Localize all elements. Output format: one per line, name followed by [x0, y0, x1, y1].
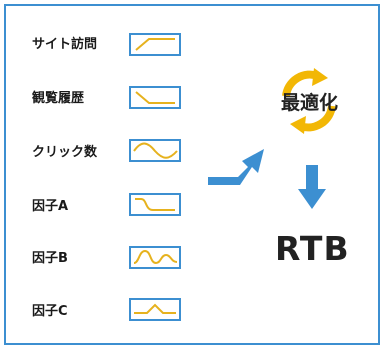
rtb-label: RTB: [275, 229, 350, 268]
factor-label-factor-c: 因子C: [32, 304, 68, 319]
factor-label-click-count: クリック数: [32, 145, 98, 160]
diagonal-arrow-icon: [208, 149, 264, 185]
peak-curve-icon: [129, 298, 181, 321]
step-up-icon: [129, 33, 181, 56]
factor-label-view-history: 観覧履歴: [32, 91, 85, 106]
step-down-icon: [129, 86, 181, 109]
optimize-label: 最適化: [281, 92, 339, 114]
sine-wave-icon: [129, 139, 181, 162]
factor-label-site-visit: サイト訪問: [32, 37, 98, 52]
down-arrow-icon: [298, 165, 326, 209]
factor-label-factor-a: 因子A: [32, 199, 69, 214]
decay-curve-icon: [129, 193, 181, 216]
factor-label-factor-b: 因子B: [32, 251, 68, 266]
cycle-arrows-icon: [282, 68, 336, 134]
oscillation-icon: [129, 246, 181, 269]
